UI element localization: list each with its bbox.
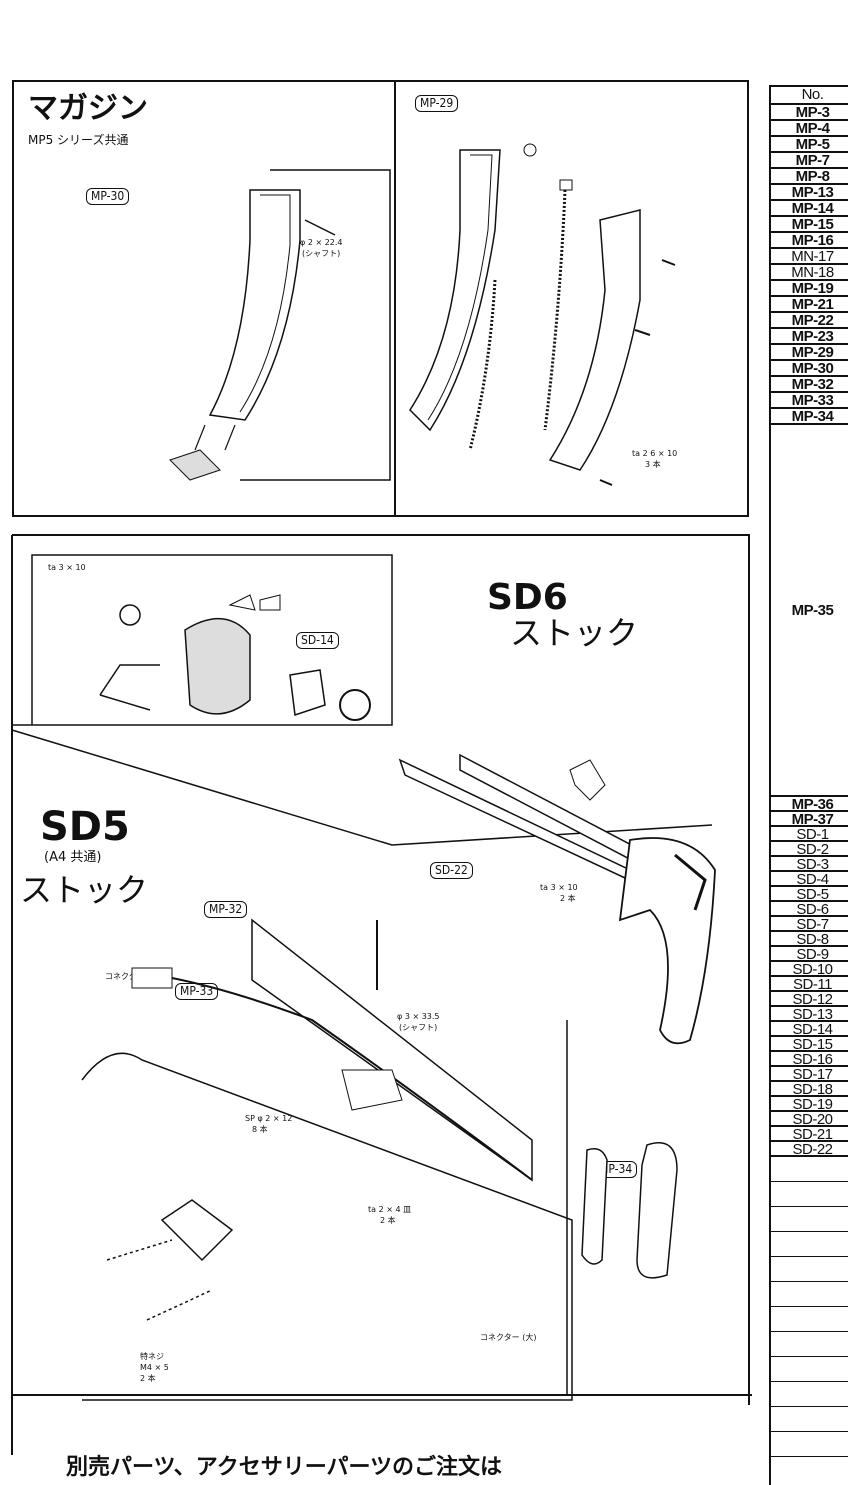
table-row: SD-3	[771, 857, 848, 872]
table-row: MP-34	[771, 409, 848, 425]
table-row: SD-15	[771, 1037, 848, 1052]
table-row: SD-18	[771, 1082, 848, 1097]
table-row: MP-4	[771, 121, 848, 137]
shaft-note-1: φ 2 × 22.4	[300, 238, 343, 247]
table-row-empty	[771, 1382, 848, 1407]
ta-24-count: 2 本	[380, 1216, 396, 1225]
table-row: SD-8	[771, 932, 848, 947]
table-header: No.	[771, 87, 848, 105]
table-row: SD-1	[771, 827, 848, 842]
table-row-empty	[771, 1257, 848, 1282]
sd6-screw-lower-1: ta 3 × 10	[540, 883, 578, 892]
table-row: MP-16	[771, 233, 848, 249]
screw-note-1: ta 2 6 × 10	[632, 449, 678, 458]
table-row-empty	[771, 1357, 848, 1382]
table-row: MP-15	[771, 217, 848, 233]
magazine-left-illustration	[169, 169, 391, 481]
table-row: SD-20	[771, 1112, 848, 1127]
table-row: SD-13	[771, 1007, 848, 1022]
sp-label: SP φ 2 × 12	[245, 1114, 293, 1123]
sd6-subtitle: ストック	[510, 614, 639, 652]
screw-note-2: 3 本	[645, 460, 661, 469]
shaft-note-2: (シャフト)	[302, 249, 341, 258]
table-row: SD-10	[771, 962, 848, 977]
sd6-title: SD6	[487, 577, 568, 618]
magazine-right-illustration	[409, 143, 676, 486]
table-row: MP-29	[771, 345, 848, 361]
table-row: MP-33	[771, 393, 848, 409]
table-row-empty	[771, 1157, 848, 1182]
ta-24-label: ta 2 × 4 皿	[368, 1205, 412, 1214]
table-row: SD-11	[771, 977, 848, 992]
table-row: MN-18	[771, 265, 848, 281]
table-row: SD-16	[771, 1052, 848, 1067]
table-row-empty	[771, 1182, 848, 1207]
table-row-empty	[771, 1407, 848, 1432]
table-row: SD-5	[771, 887, 848, 902]
sd5-illustration	[12, 918, 752, 1401]
table-row: SD-17	[771, 1067, 848, 1082]
footer-order-text: 別売パーツ、アクセサリーパーツのご注文は	[66, 1455, 503, 1480]
table-row: SD-4	[771, 872, 848, 887]
part-tag-mp29: MP-29	[415, 95, 459, 112]
table-row: MP-19	[771, 281, 848, 297]
table-row-tall: MP-35	[771, 425, 848, 797]
table-row-empty	[771, 1232, 848, 1257]
screw-label-2: M4 × 5	[140, 1363, 169, 1372]
part-tag-mp30: MP-30	[86, 188, 130, 205]
sd6-screw-upper: ta 3 × 10	[48, 563, 86, 572]
sd5-note: (A4 共通)	[44, 850, 102, 865]
table-row: MP-22	[771, 313, 848, 329]
table-row: MP-13	[771, 185, 848, 201]
table-row-empty	[771, 1282, 848, 1307]
part-tag-mp32: MP-32	[204, 901, 248, 918]
table-row: MP-21	[771, 297, 848, 313]
sd6-stock-illustration	[398, 753, 716, 1045]
screw-label-3: 2 本	[140, 1374, 156, 1383]
table-row: MP-7	[771, 153, 848, 169]
table-row-empty	[771, 1332, 848, 1357]
table-row: SD-21	[771, 1127, 848, 1142]
table-row: MP-5	[771, 137, 848, 153]
table-row-empty	[771, 1207, 848, 1232]
parts-table: No. MP-3 MP-4 MP-5 MP-7 MP-8 MP-13 MP-14…	[769, 85, 848, 1485]
table-row: SD-22	[771, 1142, 848, 1157]
sd5-subtitle: ストック	[20, 871, 149, 909]
table-row: MP-36	[771, 797, 848, 812]
sd6-screw-lower-2: 2 本	[560, 894, 576, 903]
table-row: MP-23	[771, 329, 848, 345]
sp-count: 8 本	[252, 1125, 268, 1134]
part-tag-sd14: SD-14	[296, 632, 339, 649]
screw-label-1: 特ネジ	[140, 1352, 164, 1361]
table-row: SD-7	[771, 917, 848, 932]
part-tag-sd22: SD-22	[430, 862, 473, 879]
table-row: MP-37	[771, 812, 848, 827]
sd6-butt-illustration	[99, 594, 371, 721]
table-row: MP-3	[771, 105, 848, 121]
table-row-empty	[771, 1432, 848, 1457]
table-row: MP-14	[771, 201, 848, 217]
table-row: SD-19	[771, 1097, 848, 1112]
magazine-subtitle: MP5 シリーズ共通	[28, 133, 129, 147]
table-row: SD-9	[771, 947, 848, 962]
shaft-335-label: φ 3 × 33.5	[397, 1012, 440, 1021]
magazine-divider	[394, 80, 396, 517]
table-row: SD-6	[771, 902, 848, 917]
magazine-title: マガジン	[28, 91, 148, 126]
table-row: MP-8	[771, 169, 848, 185]
table-row: MN-17	[771, 249, 848, 265]
shaft-335-label-2: (シャフト)	[399, 1023, 438, 1032]
table-row: SD-2	[771, 842, 848, 857]
table-row: SD-14	[771, 1022, 848, 1037]
sd5-title: SD5	[40, 804, 130, 850]
table-row: MP-32	[771, 377, 848, 393]
table-row: MP-30	[771, 361, 848, 377]
magazine-panel	[12, 80, 749, 517]
connector-large-label: コネクター (大)	[480, 1333, 537, 1342]
table-row-empty	[771, 1307, 848, 1332]
table-row: SD-12	[771, 992, 848, 1007]
